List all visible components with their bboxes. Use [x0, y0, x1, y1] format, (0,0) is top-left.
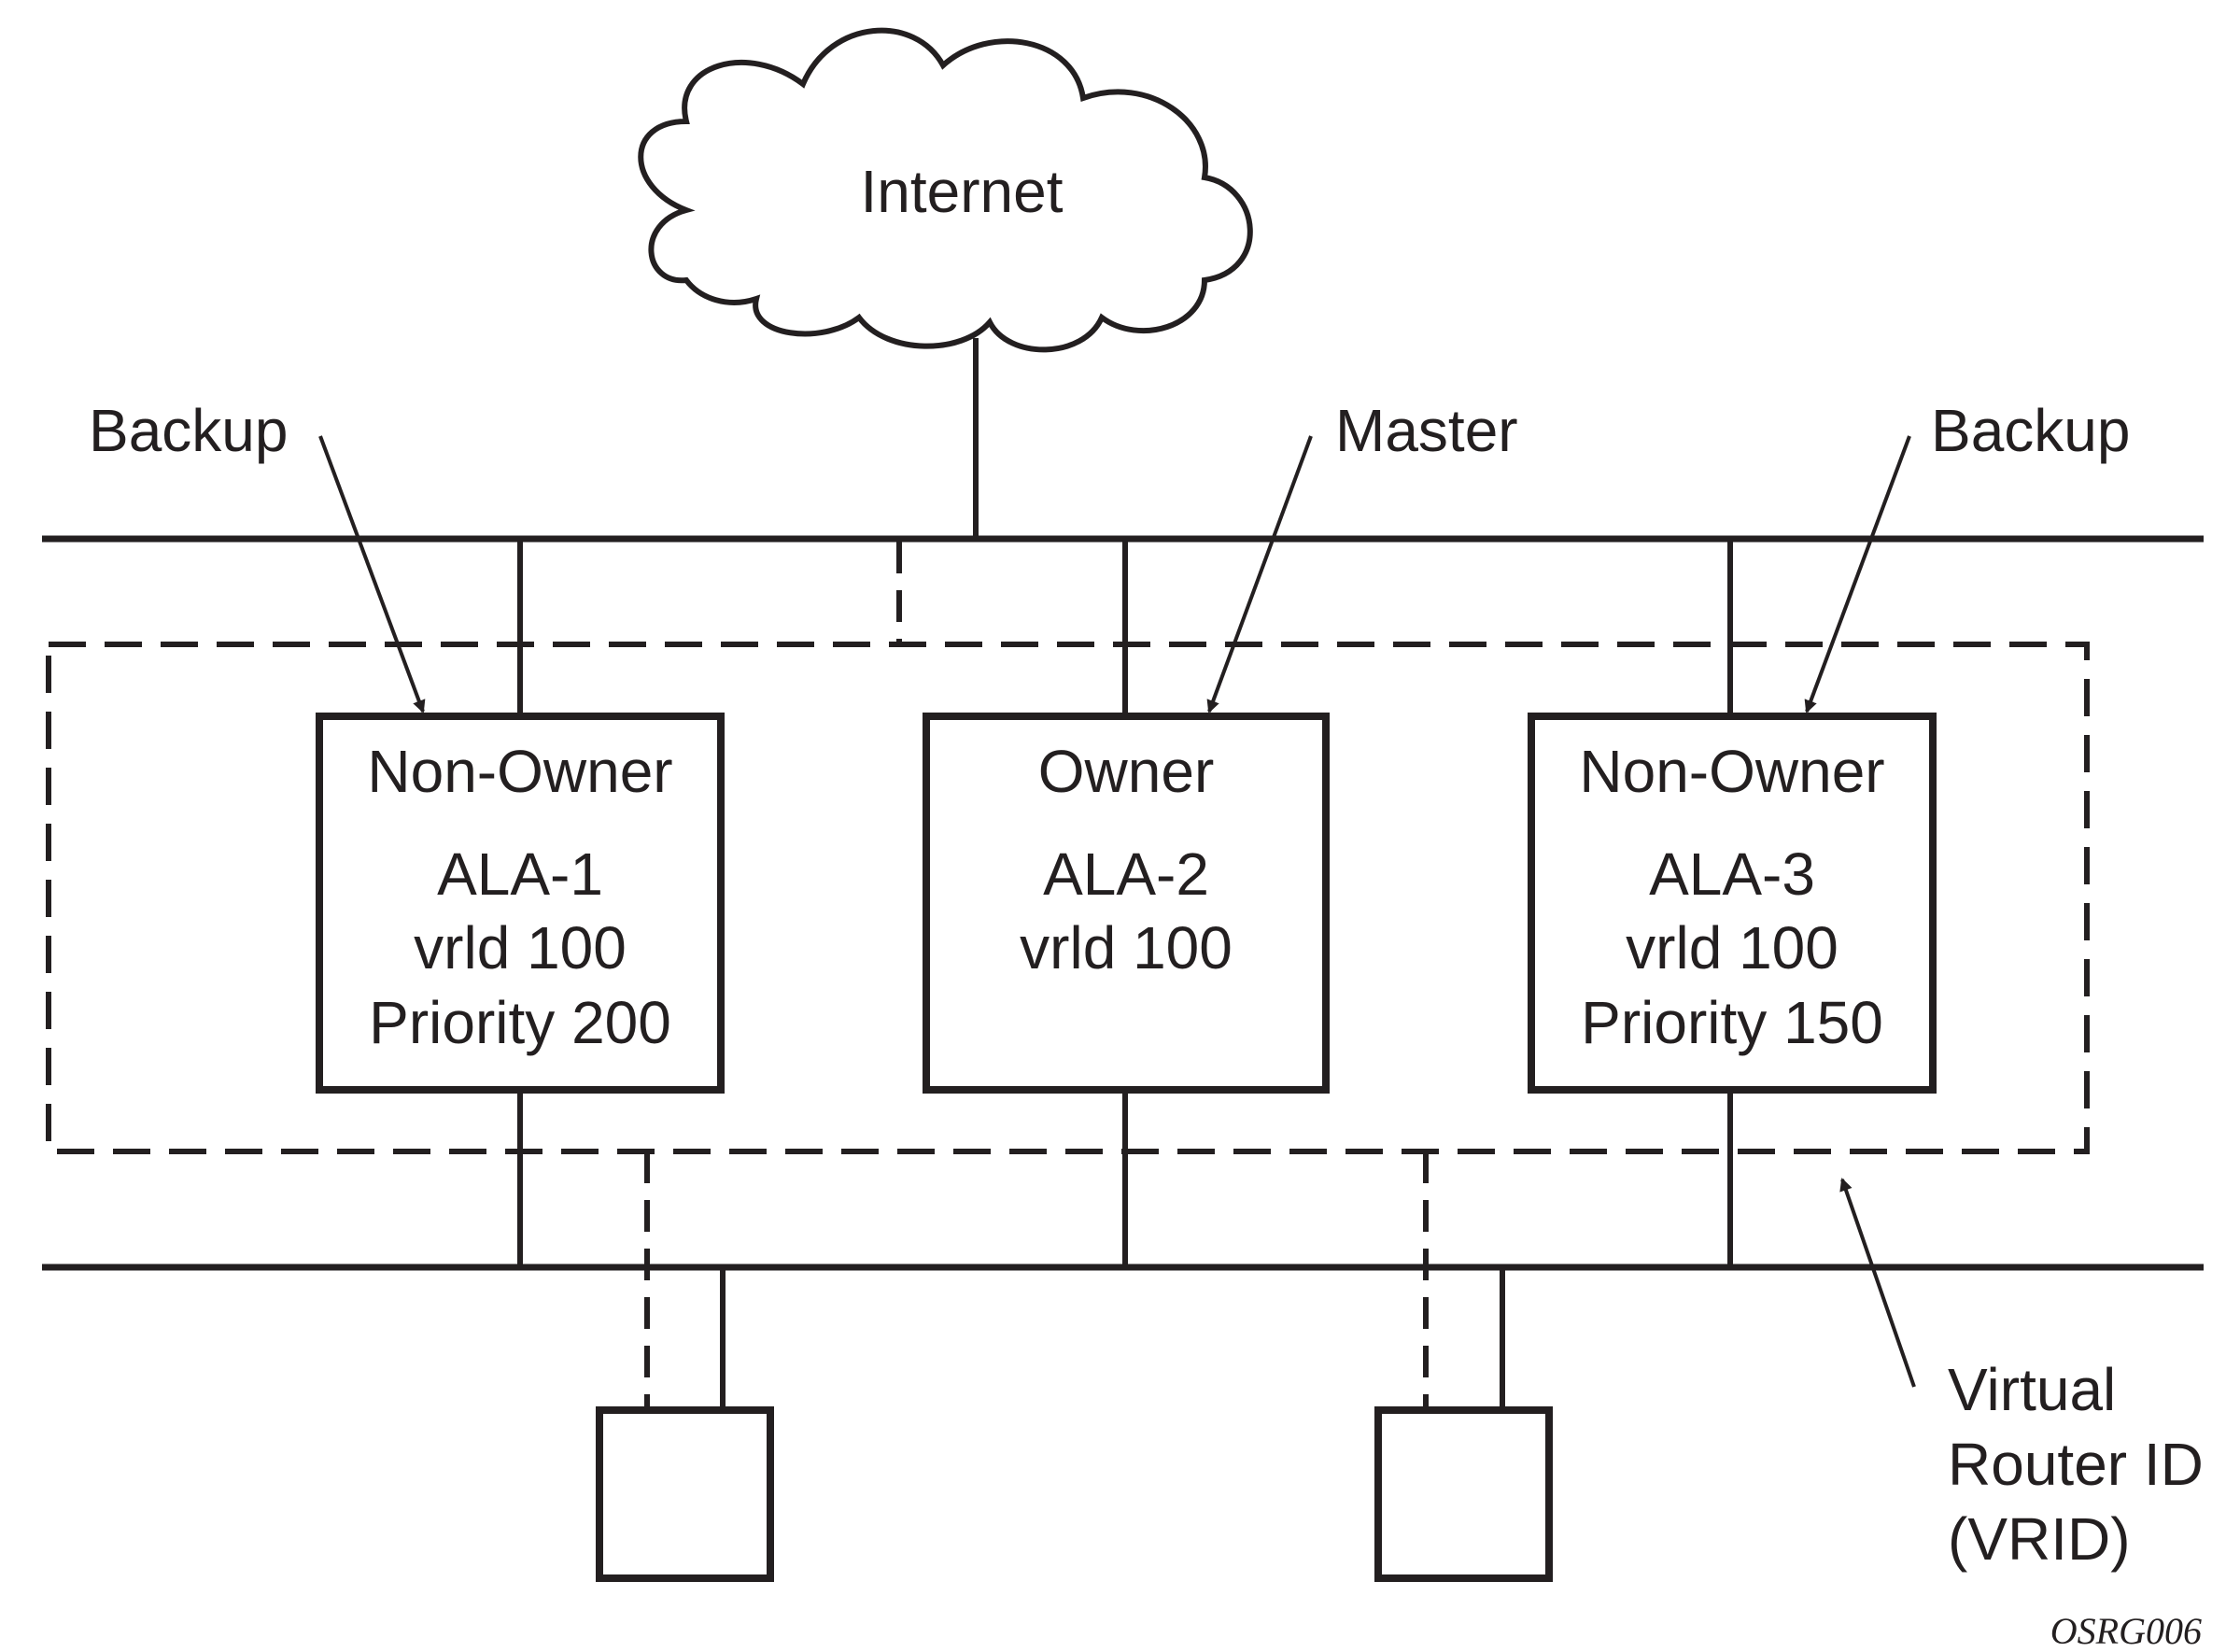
- vrid-label: Virtual Router ID (VRID): [1948, 1356, 2204, 1573]
- router-text-ala-3: Non-Owner ALA-3 vrld 100 Priority 150: [1579, 738, 1884, 1056]
- router-vrid: vrld 100: [1020, 914, 1233, 981]
- router-vrid: vrld 100: [1626, 914, 1839, 981]
- router-name: ALA-1: [437, 840, 603, 908]
- role-arrow-ala-3: [1804, 435, 1911, 713]
- router-links: [517, 539, 1733, 1267]
- router-box-ala-2: [923, 713, 1330, 1094]
- vrid-label-line-3: (VRID): [1948, 1505, 2131, 1573]
- role-arrow-ala-1: [318, 435, 426, 713]
- router-type: Non-Owner: [367, 738, 672, 805]
- router-type: Owner: [1038, 738, 1215, 805]
- router-name: ALA-2: [1043, 840, 1209, 908]
- router-name: ALA-3: [1649, 840, 1815, 908]
- router-text-ala-1: Non-Owner ALA-1 vrld 100 Priority 200: [367, 738, 672, 1056]
- internet-label: Internet: [860, 158, 1063, 225]
- host-2: [1374, 1151, 1553, 1582]
- router-text-ala-2: Owner ALA-2 vrld 100: [1020, 738, 1233, 981]
- figure-id: OSRG006: [2050, 1610, 2202, 1652]
- role-arrow-ala-2: [1206, 435, 1313, 713]
- role-label-ala-3: Backup: [1931, 397, 2130, 464]
- router-priority: Priority 200: [369, 989, 671, 1056]
- internet-cloud: Internet: [638, 27, 1253, 353]
- router-type: Non-Owner: [1579, 738, 1884, 805]
- router-vrid: vrld 100: [414, 914, 627, 981]
- router-box-ala-1: [316, 713, 725, 1094]
- role-label-ala-2: Master: [1335, 397, 1518, 464]
- router-box-ala-3: [1528, 713, 1937, 1094]
- vrid-arrow: [1839, 1178, 1916, 1388]
- virtual-router-boundary: [46, 642, 2090, 1154]
- vrid-label-line-2: Router ID: [1948, 1431, 2204, 1498]
- role-label-ala-1: Backup: [89, 397, 288, 464]
- router-priority: Priority 150: [1581, 989, 1883, 1056]
- vrid-label-line-1: Virtual: [1948, 1356, 2116, 1423]
- host-1: [596, 1151, 774, 1582]
